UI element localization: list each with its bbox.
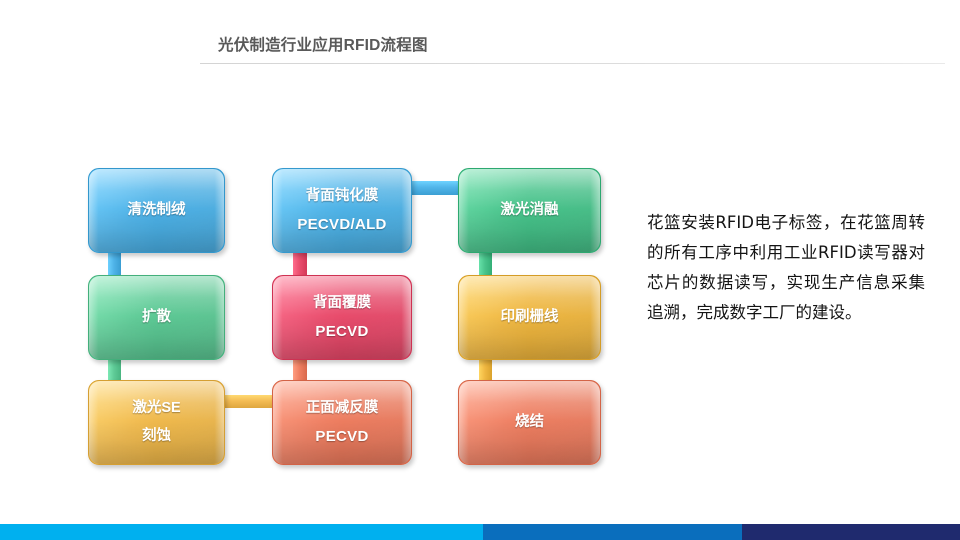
- flow-node-label: 激光SE: [132, 399, 181, 416]
- flow-node-back-passivation[interactable]: 背面钝化膜 PECVD/ALD: [272, 168, 412, 253]
- flow-node-label: 背面钝化膜: [305, 187, 379, 204]
- description-text: 花篮安装RFID电子标签，在花篮周转的所有工序中利用工业RFID读写器对芯片的数…: [647, 213, 925, 322]
- flow-node-clean[interactable]: 清洗制绒: [88, 168, 225, 253]
- flow-node-label: 烧结: [515, 413, 544, 430]
- flow-node-sublabel: PECVD: [315, 322, 369, 340]
- flow-node-back-coating[interactable]: 背面覆膜 PECVD: [272, 275, 412, 360]
- connector-back-passiv-to-ablate: [406, 181, 466, 195]
- flow-node-laser-se[interactable]: 激光SE 刻蚀: [88, 380, 225, 465]
- connector-back-coat-to-front-ar: [293, 353, 307, 386]
- connector-laser-ablate-to-print: [479, 247, 492, 281]
- title-divider: [200, 63, 945, 64]
- flow-node-print-grid[interactable]: 印刷栅线: [458, 275, 601, 360]
- flow-node-label: 扩散: [142, 308, 171, 325]
- flow-node-laser-ablation[interactable]: 激光消融: [458, 168, 601, 253]
- flow-node-label: 正面减反膜: [305, 399, 379, 416]
- page-title: 光伏制造行业应用RFID流程图: [218, 37, 428, 54]
- connector-back-passiv-to-back-coat: [293, 247, 307, 281]
- connector-laser-se-to-front-ar: [220, 395, 280, 408]
- flow-node-sublabel: PECVD/ALD: [297, 215, 387, 233]
- flow-node-diffusion[interactable]: 扩散: [88, 275, 225, 360]
- flow-node-sublabel: PECVD: [315, 427, 369, 445]
- flow-node-label: 清洗制绒: [127, 201, 186, 218]
- flow-node-label: 印刷栅线: [500, 308, 559, 325]
- flow-node-sintering[interactable]: 烧结: [458, 380, 601, 465]
- flow-node-front-antireflection[interactable]: 正面减反膜 PECVD: [272, 380, 412, 465]
- footer-bar: [0, 524, 960, 540]
- flow-node-sublabel: 刻蚀: [142, 428, 171, 444]
- connector-diffusion-to-laser-se: [108, 353, 121, 386]
- connector-print-to-sintering: [479, 353, 492, 386]
- footer-segment-cyan: [0, 524, 483, 540]
- connector-clean-to-diffusion: [108, 247, 121, 281]
- footer-segment-blue: [483, 524, 742, 540]
- footer-segment-navy: [742, 524, 960, 540]
- flow-node-label: 激光消融: [500, 201, 559, 218]
- flow-node-label: 背面覆膜: [313, 294, 371, 311]
